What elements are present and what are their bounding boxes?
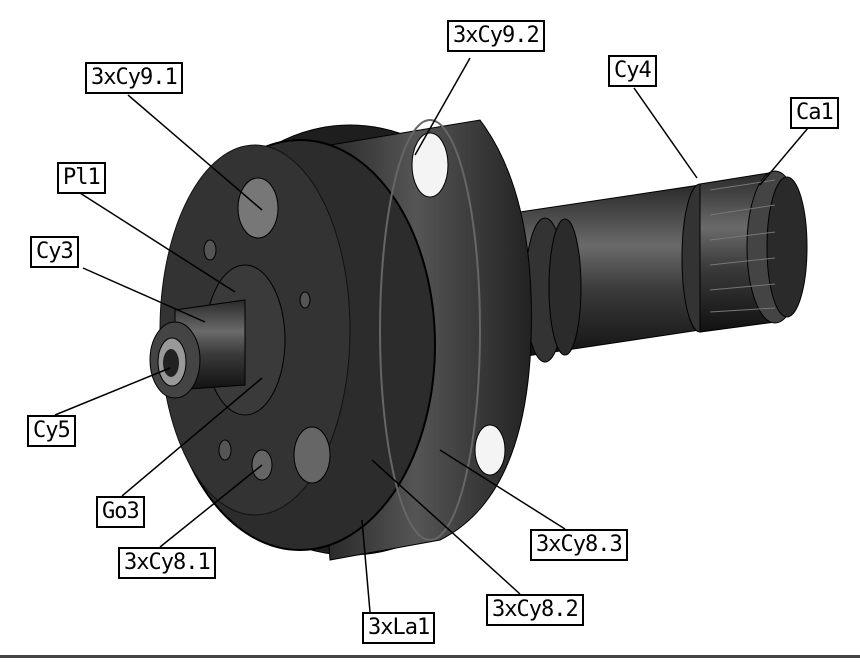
output-shaft bbox=[499, 170, 808, 363]
callout-pl1: Pl1 bbox=[57, 162, 106, 194]
bottom-divider bbox=[0, 655, 860, 658]
callout-3xcy8-2: 3xCy8.2 bbox=[486, 594, 584, 626]
callout-3xcy8-1: 3xCy8.1 bbox=[118, 547, 216, 579]
callout-go3: Go3 bbox=[96, 496, 145, 528]
callout-cy3: Cy3 bbox=[30, 236, 79, 268]
callout-cy4: Cy4 bbox=[608, 55, 657, 87]
callout-3xla1: 3xLa1 bbox=[362, 612, 436, 644]
leader-lines bbox=[54, 57, 809, 613]
callout-3xcy8-3: 3xCy8.3 bbox=[530, 529, 628, 561]
flange-body bbox=[149, 119, 532, 561]
callout-3xcy9-1: 3xCy9.1 bbox=[85, 62, 183, 94]
callout-ca1: Ca1 bbox=[790, 97, 839, 129]
callout-cy5: Cy5 bbox=[27, 415, 76, 447]
callout-3xcy9-2: 3xCy9.2 bbox=[447, 20, 545, 52]
